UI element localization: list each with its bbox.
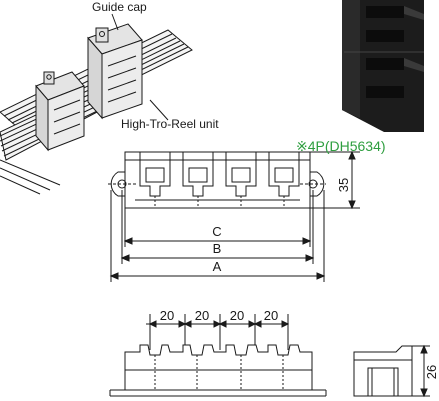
pitch-label-3: 20	[230, 308, 244, 323]
slot-group	[135, 152, 300, 208]
dimension-a-label: A	[213, 259, 222, 274]
dimension-26	[412, 344, 430, 398]
side-view	[353, 344, 430, 398]
reel-unit-leader	[149, 99, 169, 121]
second-cap-block	[35, 71, 85, 152]
dimension-a	[109, 272, 326, 280]
pitch-dimension	[146, 314, 290, 350]
dimension-b	[120, 254, 315, 262]
reel-unit-label: High-Tro-Reel unit	[121, 117, 219, 131]
isometric-sketch	[0, 13, 193, 195]
pitch-label-2: 20	[195, 308, 209, 323]
guide-cap-label: Guide cap	[92, 0, 147, 14]
dimension-35-label: 35	[336, 178, 351, 192]
model-label: ※4P(DH5634)	[296, 138, 386, 154]
dimension-b-label: B	[213, 241, 222, 256]
dimension-35	[310, 150, 360, 210]
top-view	[108, 150, 360, 282]
dimension-26-label: 26	[424, 365, 439, 379]
pitch-label-1: 20	[160, 308, 174, 323]
guide-cap-block	[87, 23, 143, 120]
dimension-c	[123, 237, 312, 245]
pitch-label-4: 20	[264, 308, 278, 323]
product-photo	[342, 0, 424, 132]
guide-cap-leader	[111, 13, 119, 31]
front-view	[109, 314, 327, 397]
dimension-c-label: C	[212, 224, 221, 239]
